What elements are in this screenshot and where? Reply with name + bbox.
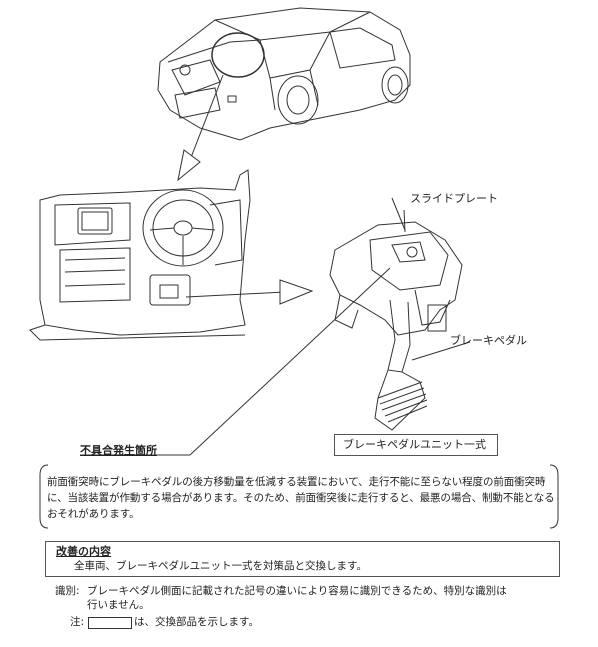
remedy-box: 改善の内容 全車両、ブレーキペダルユニット一式を対策品と交換します。 — [45, 541, 560, 577]
note-prefix: 注: — [70, 616, 85, 628]
defect-location-heading: 不具合発生箇所 — [80, 444, 157, 457]
dashboard-illustration — [29, 169, 251, 341]
brake-pedal-unit-label: ブレーキペダルユニット一式 — [343, 438, 486, 451]
slide-plate-leader — [403, 209, 406, 233]
car-illustration — [157, 7, 411, 141]
replacement-part-box-sample — [88, 617, 132, 629]
brake-pedal-label: ブレーキペダル — [450, 334, 527, 347]
brake-pedal-leader — [411, 341, 471, 361]
slide-plate-label: スライドプレート — [410, 192, 498, 205]
remedy-text: 全車両、ブレーキペダルユニット一式を対策品と交換します。 — [74, 560, 367, 572]
description-bracket-right — [549, 464, 559, 529]
note-suffix: は、交換部品を示します。 — [134, 616, 259, 628]
defect-location-leader — [189, 267, 391, 456]
pointer-arrow-1 — [189, 74, 224, 161]
brake-pedal-unit-illustration — [329, 197, 463, 431]
identification-text-line2: 行いません。 — [87, 599, 150, 611]
brake-pedal-unit-box: ブレーキペダルユニット一式 — [334, 434, 498, 456]
remedy-title: 改善の内容 — [56, 545, 111, 558]
description-bracket-left — [39, 464, 49, 529]
identification-label: 識別: — [55, 585, 80, 597]
defect-description: 前面衝突時にブレーキペダルの後方移動量を低減する装置において、走行不能に至らない… — [47, 476, 555, 520]
pointer-arrow-2 — [185, 291, 286, 298]
identification-text-line1: ブレーキペダル側面に記載された記号の違いにより容易に識別できるため、特別な識別は — [87, 585, 507, 597]
